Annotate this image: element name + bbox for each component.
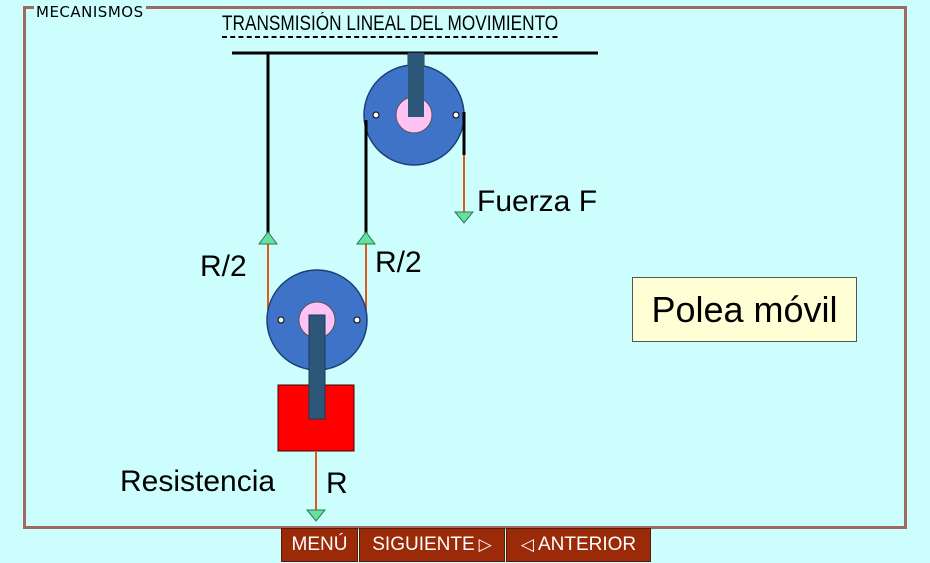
resistance-symbol-label: R [326,467,348,500]
info-box: Polea móvil [632,277,857,342]
half-resistance-right-label: R/2 [375,246,422,279]
resistance-arrow-head [305,509,327,522]
force-label: Fuerza F [477,185,598,218]
content-frame [23,6,907,529]
previous-button[interactable]: ◁ ANTERIOR [506,528,651,562]
page-title: TRANSMISIÓN LINEAL DEL MOVIMIENTO [222,12,559,35]
movable-pulley-axle [308,314,326,420]
next-button-label: SIGUIENTE [372,534,475,555]
info-box-text: Polea móvil [651,288,838,330]
previous-button-label: ANTERIOR [537,534,637,555]
app-title: MECANISMOS [34,3,146,21]
next-arrow-icon: ▷ [478,535,492,555]
tension-arrow-right-head [356,231,376,245]
tension-arrow-left-head [258,231,278,245]
next-button[interactable]: SIGUIENTE ▷ [359,528,505,562]
fixed-pulley-axle [408,53,424,117]
resistance-label: Resistencia [120,465,276,498]
menu-button-label: MENÚ [291,534,348,555]
previous-arrow-icon: ◁ [520,535,534,555]
half-resistance-left-label: R/2 [200,250,247,283]
force-arrow-head [453,211,475,224]
menu-button[interactable]: MENÚ [281,528,358,562]
